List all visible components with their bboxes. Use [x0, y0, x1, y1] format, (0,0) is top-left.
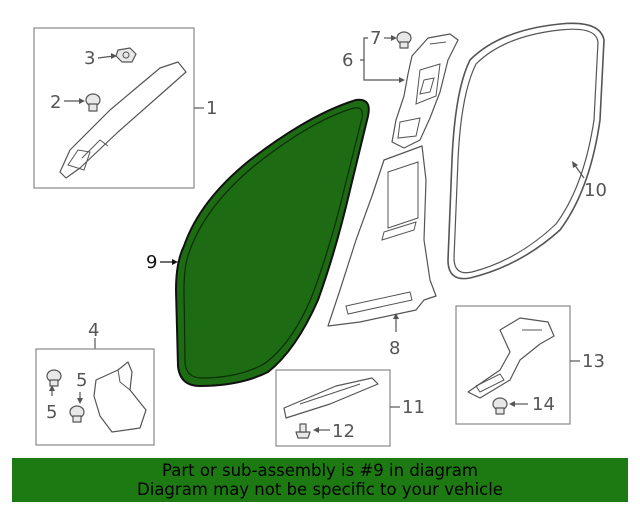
info-banner: Part or sub-assembly is #9 in diagram Di…: [12, 458, 628, 502]
callout-14: 14: [532, 394, 555, 415]
callout-11: 11: [402, 397, 425, 418]
callout-3: 3: [84, 48, 95, 69]
clip-14: [492, 397, 508, 415]
callout-8: 8: [389, 338, 400, 359]
callout-6: 6: [342, 50, 353, 71]
group-box-11: [275, 369, 391, 447]
parts-diagram: 3 2 1 7 6 8: [33, 22, 607, 447]
highlighted-part-9[interactable]: [174, 98, 370, 388]
bolt-3: [115, 47, 137, 63]
callout-12: 12: [332, 421, 355, 442]
door-weatherstrip: [447, 22, 605, 280]
callout-7: 7: [370, 28, 381, 49]
sill-plate: [283, 377, 379, 419]
clip-5b: [69, 405, 85, 423]
lower-front-trim: [93, 361, 147, 433]
clip-7: [396, 31, 412, 49]
part-group-10: 10: [447, 22, 607, 280]
callout-1: 1: [206, 98, 217, 119]
part-group-4: 4 5 5: [35, 320, 155, 446]
callout-4: 4: [88, 320, 99, 341]
callout-10: 10: [584, 180, 607, 201]
part-group-11: 12 11: [275, 369, 425, 447]
callout-5-right: 5: [76, 370, 87, 391]
callout-9: 9: [146, 252, 157, 273]
group-box-4: [35, 348, 155, 446]
part-group-1: 3 2 1: [33, 27, 217, 189]
callout-13: 13: [582, 351, 605, 372]
banner-line-1: Part or sub-assembly is #9 in diagram: [162, 461, 478, 480]
callout-2: 2: [50, 92, 61, 113]
part-group-6: 7 6: [342, 28, 459, 149]
a-pillar-trim: [59, 61, 187, 179]
group-box-13: [455, 305, 571, 425]
part-group-8: 8: [327, 145, 437, 359]
part-group-13: 14 13: [455, 305, 605, 425]
clip-12: [295, 423, 311, 439]
rear-lower-trim: [467, 317, 555, 399]
b-pillar-upper-trim: [391, 33, 459, 149]
clip-2: [85, 93, 101, 112]
clip-5a: [46, 369, 62, 387]
b-pillar-lower-trim: [327, 145, 437, 327]
banner-line-2: Diagram may not be specific to your vehi…: [137, 480, 503, 499]
callout-5-left: 5: [46, 402, 57, 423]
part-group-9: 9: [146, 98, 370, 388]
